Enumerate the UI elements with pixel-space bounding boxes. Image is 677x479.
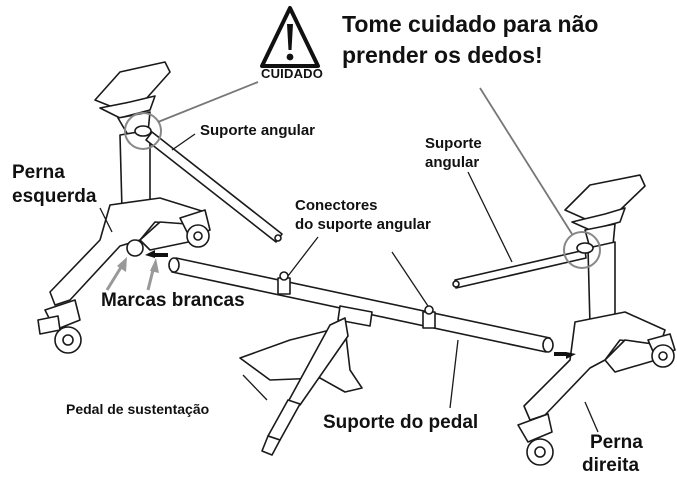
pinch-point-highlight-right [563, 231, 601, 269]
label-connectors-line1: Conectores [295, 197, 378, 214]
left-angle-support-drawing [145, 131, 283, 243]
insert-arrow-left [145, 250, 168, 258]
label-left-leg-line1: Perna [12, 162, 65, 183]
white-marks-arrows [105, 257, 159, 291]
pinch-point-highlight-left [124, 112, 162, 150]
label-angle-support-right-line1: Suporte [425, 135, 482, 152]
sustain-pedal-drawing [239, 317, 363, 456]
caution-message-line2: prender os dedos! [342, 42, 543, 68]
caution-warning-icon [260, 6, 320, 68]
label-right-leg-line1: Perna [590, 432, 643, 453]
pedal-support-bar-drawing [168, 257, 554, 353]
label-sustain-pedal: Pedal de sustentação [66, 401, 210, 417]
right-angle-support-drawing [454, 249, 587, 289]
label-white-marks: Marcas brancas [101, 290, 245, 311]
insert-arrow-right [554, 352, 576, 359]
right-leg-drawing [517, 174, 676, 466]
label-angle-support-right-line2: angular [425, 154, 480, 171]
label-left-leg-line2: esquerda [12, 186, 97, 207]
caution-message-line1: Tome cuidado para não [342, 11, 599, 37]
label-pedal-support: Suporte do pedal [323, 412, 479, 433]
label-angle-support-left: Suporte angular [200, 122, 316, 139]
label-connectors-line2: do suporte angular [295, 216, 431, 233]
label-right-leg-line2: direita [582, 455, 640, 476]
caution-badge-label: CUIDADO [261, 66, 324, 81]
